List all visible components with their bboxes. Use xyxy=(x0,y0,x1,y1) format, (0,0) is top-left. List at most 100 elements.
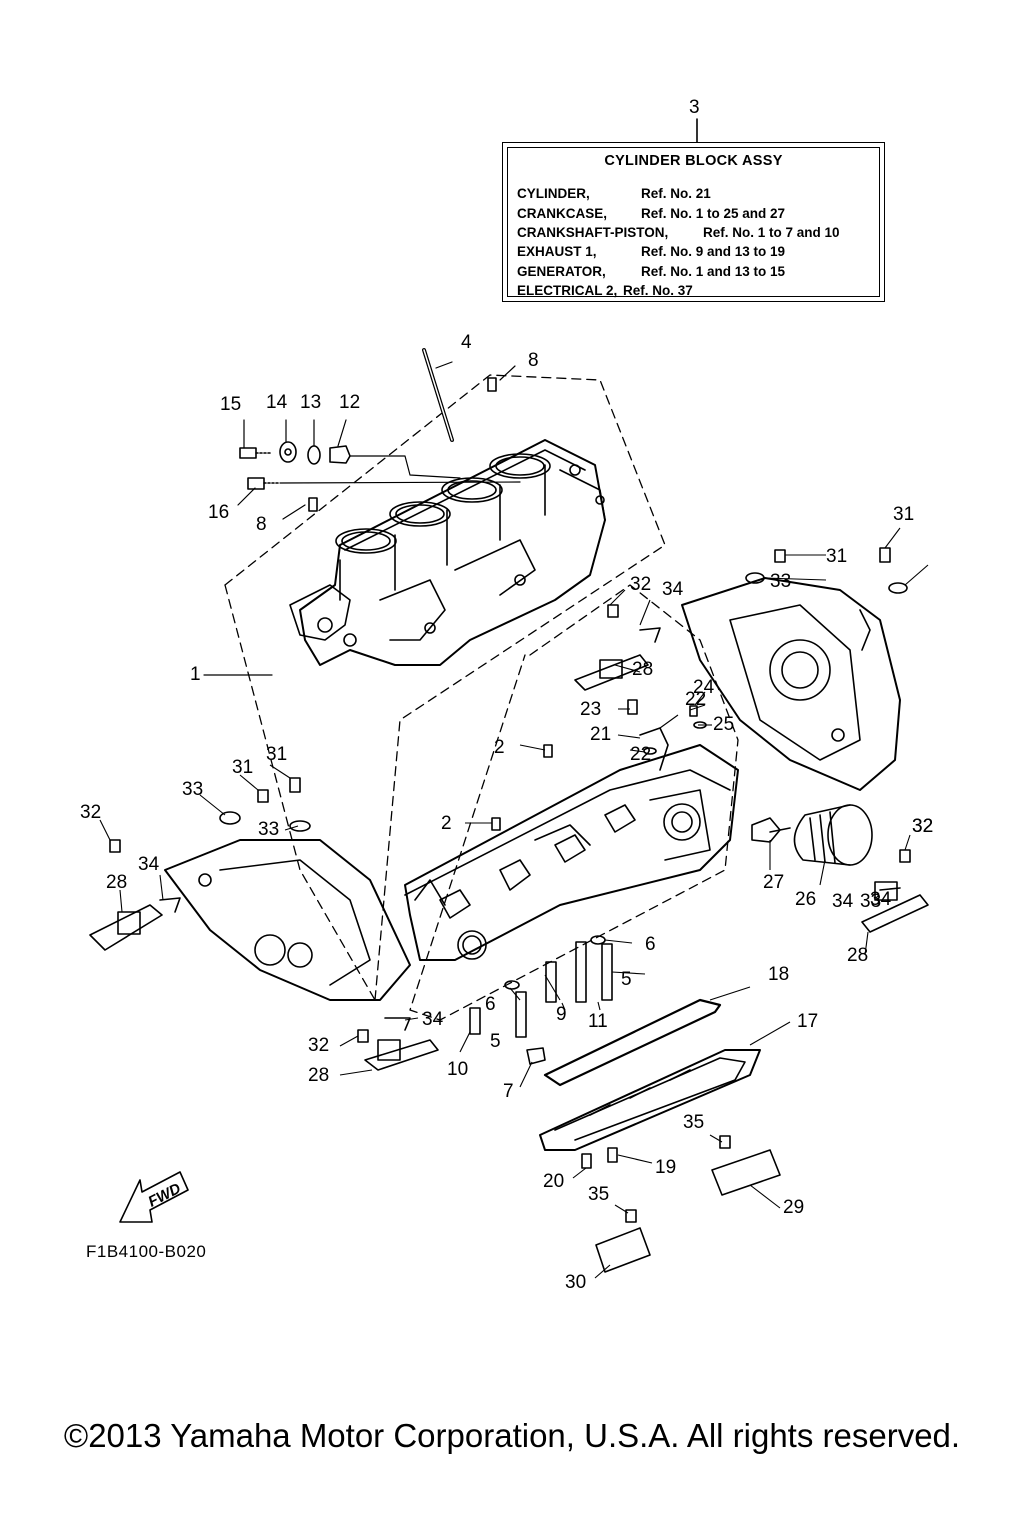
oil-pan xyxy=(539,1049,761,1151)
part-callout-1: 1 xyxy=(190,664,201,685)
part-callout-33: 33 xyxy=(258,819,280,840)
part-callout-34: 34 xyxy=(870,889,892,910)
diagram-code: F1B4100-B020 xyxy=(86,1242,207,1261)
assembly-row-refs: Ref. No. 1 to 7 and 10 xyxy=(703,225,840,240)
plug-washer-bolt-set xyxy=(239,441,351,490)
assembly-row-name: EXHAUST 1, xyxy=(517,244,597,259)
part-callout-11: 11 xyxy=(588,1011,608,1032)
assembly-title: CYLINDER BLOCK ASSY xyxy=(604,153,783,169)
dowel-pin xyxy=(487,377,497,392)
part-callout-29: 29 xyxy=(783,1197,805,1218)
assembly-outline xyxy=(224,374,739,1021)
part-callout-32: 32 xyxy=(912,816,934,837)
assembly-row-name: CYLINDER, xyxy=(517,186,590,201)
part-callout-13: 13 xyxy=(300,392,322,413)
crankcase-bolts xyxy=(469,935,613,1065)
assembly-reference-box: CYLINDER BLOCK ASSY CYLINDER, Ref. No. 2… xyxy=(502,142,885,302)
part-callout-8: 8 xyxy=(256,514,267,535)
part-callout-25: 25 xyxy=(713,714,735,735)
part-callout-2: 2 xyxy=(441,813,452,834)
fwd-arrow-icon xyxy=(119,1171,189,1223)
callout-assy-ref: 3 xyxy=(689,97,700,118)
part-callout-32: 32 xyxy=(308,1035,330,1056)
part-callout-26: 26 xyxy=(795,889,817,910)
cylinder-block xyxy=(289,439,606,666)
part-callout-31: 31 xyxy=(893,504,915,525)
part-callout-5: 5 xyxy=(490,1031,501,1052)
part-callout-28: 28 xyxy=(308,1065,330,1086)
part-callout-7: 7 xyxy=(503,1081,514,1102)
assembly-row-refs: Ref. No. 1 to 25 and 27 xyxy=(641,206,786,221)
dowel-pin xyxy=(543,744,553,758)
assembly-row-refs: Ref. No. 21 xyxy=(641,186,711,201)
part-callout-2: 2 xyxy=(494,737,505,758)
assembly-row-refs: Ref. No. 37 xyxy=(623,283,693,298)
part-callout-22: 22 xyxy=(630,744,652,765)
engine-mount xyxy=(89,654,929,1071)
part-callout-35: 35 xyxy=(588,1184,610,1205)
callout-leaders xyxy=(203,361,521,676)
part-callout-17: 17 xyxy=(797,1011,819,1032)
part-callout-28: 28 xyxy=(632,659,654,680)
part-callout-33: 33 xyxy=(770,571,792,592)
mount-bracket xyxy=(159,627,901,1031)
assembly-row-name: GENERATOR, xyxy=(517,264,606,279)
assembly-row-refs: Ref. No. 1 and 13 to 15 xyxy=(641,264,786,279)
stud-bolt xyxy=(422,348,454,442)
small-cover xyxy=(595,1149,781,1273)
part-callout-14: 14 xyxy=(266,392,288,413)
part-callout-6: 6 xyxy=(645,934,656,955)
part-callout-18: 18 xyxy=(768,964,790,985)
part-callout-9: 9 xyxy=(556,1004,567,1025)
crankcase xyxy=(404,744,739,961)
part-callout-35: 35 xyxy=(683,1112,705,1133)
assembly-box-inner-border xyxy=(507,147,880,297)
dowel-pin xyxy=(491,817,501,831)
oil-fitting xyxy=(751,817,791,843)
part-callout-10: 10 xyxy=(447,1059,469,1080)
part-callout-21: 21 xyxy=(590,724,612,745)
part-callout-32: 32 xyxy=(80,802,102,823)
callout-leaders-secondary xyxy=(99,527,929,1279)
oil-pan-gasket xyxy=(543,998,722,1087)
part-callout-4: 4 xyxy=(461,332,472,353)
assembly-row-refs: Ref. No. 9 and 13 to 19 xyxy=(641,244,786,259)
part-callout-22: 22 xyxy=(685,689,707,710)
generator-cover-right xyxy=(681,577,901,791)
part-callout-6: 6 xyxy=(485,994,496,1015)
part-callout-27: 27 xyxy=(763,872,785,893)
part-callout-31: 31 xyxy=(826,546,848,567)
part-callout-34: 34 xyxy=(138,854,160,875)
part-callout-31: 31 xyxy=(266,744,288,765)
part-callout-28: 28 xyxy=(106,872,128,893)
dowel-pin xyxy=(308,497,318,512)
part-callout-33: 33 xyxy=(182,779,204,800)
part-callout-20: 20 xyxy=(543,1171,565,1192)
part-callout-23: 23 xyxy=(580,699,602,720)
part-callout-34: 34 xyxy=(422,1009,444,1030)
part-callout-32: 32 xyxy=(912,816,934,837)
part-callout-34: 34 xyxy=(832,891,854,912)
part-callout-16: 16 xyxy=(208,502,230,523)
part-callout-12: 12 xyxy=(339,392,361,413)
part-callout-5: 5 xyxy=(621,969,632,990)
fwd-label: FWD xyxy=(145,1180,183,1211)
oil-pan-bolts xyxy=(581,1147,618,1169)
part-callout-34: 34 xyxy=(662,579,684,600)
part-callout-30: 30 xyxy=(565,1272,587,1293)
generator-cover-left xyxy=(164,839,411,1001)
assembly-row-name: CRANKCASE, xyxy=(517,206,608,221)
assembly-row-name: CRANKSHAFT-PISTON, xyxy=(517,225,669,240)
part-callout-31: 31 xyxy=(232,757,254,778)
oil-filter xyxy=(793,804,873,866)
part-callout-24: 24 xyxy=(693,677,715,698)
assembly-row-name: ELECTRICAL 2, xyxy=(517,283,618,298)
copyright-notice: ©2013 Yamaha Motor Corporation, U.S.A. A… xyxy=(63,1417,961,1454)
part-callout-33: 33 xyxy=(860,891,882,912)
part-callout-19: 19 xyxy=(655,1157,677,1178)
part-callout-28: 28 xyxy=(847,945,869,966)
part-callout-32: 32 xyxy=(630,574,652,595)
part-callout-15: 15 xyxy=(220,394,242,415)
